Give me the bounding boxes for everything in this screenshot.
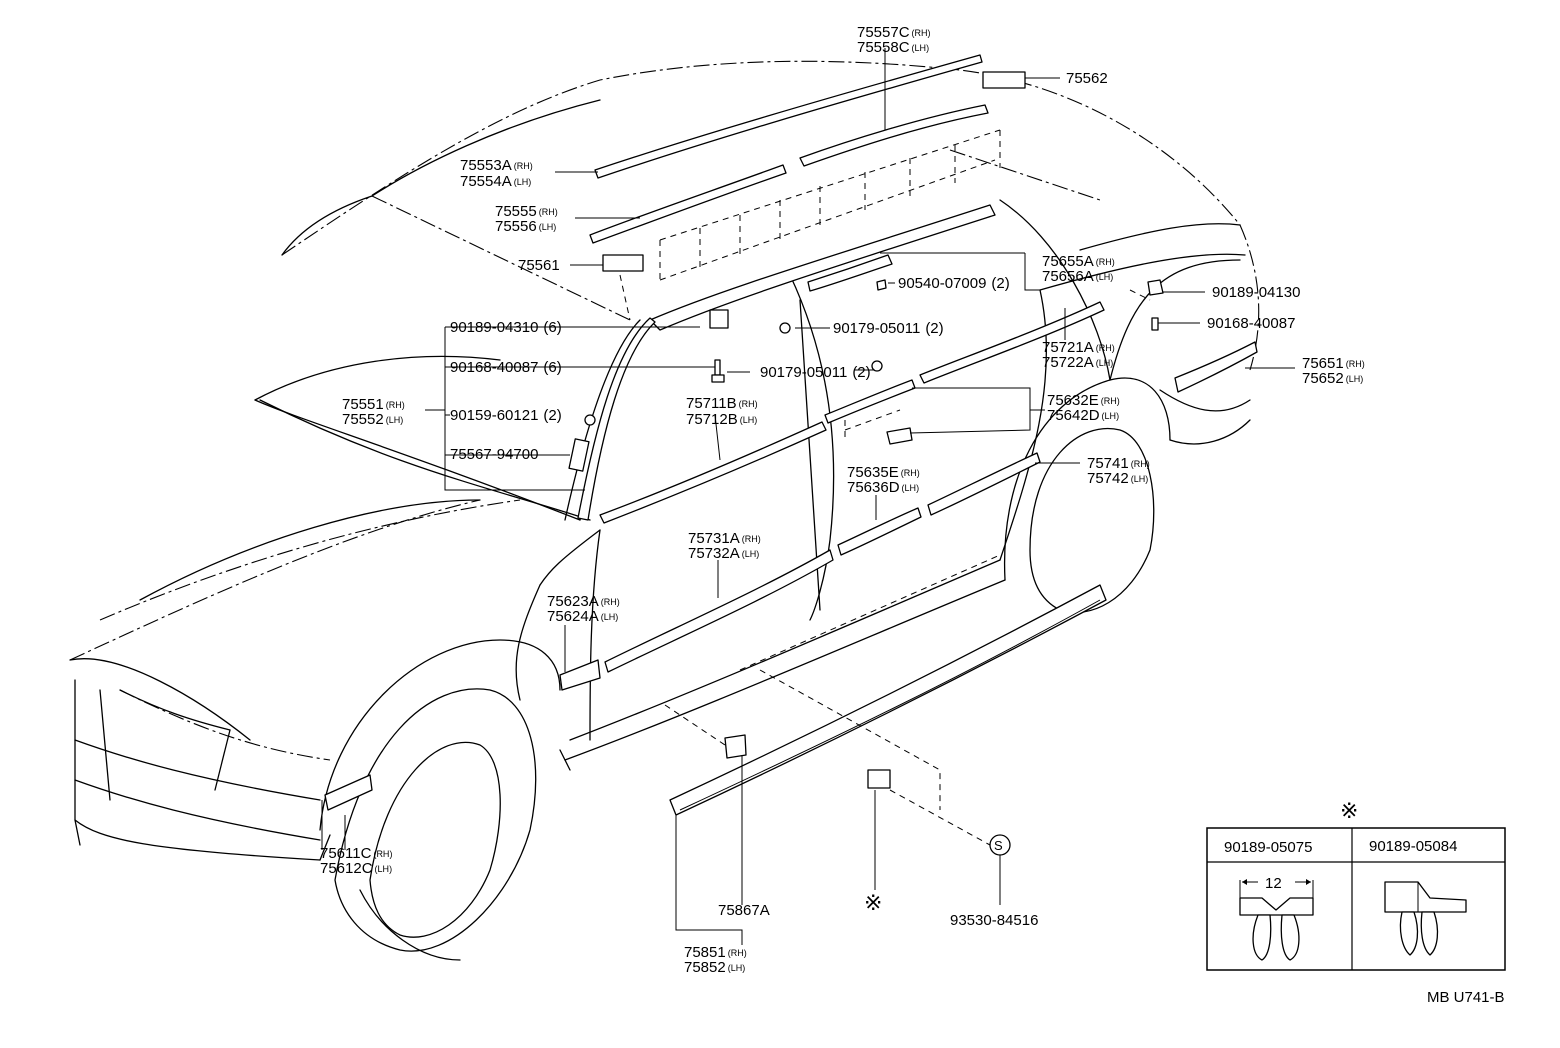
callout-75557C: 75557C(RH) bbox=[857, 24, 931, 41]
callout-75851: 75851(RH) bbox=[684, 944, 747, 961]
clip-icon bbox=[876, 279, 887, 291]
callout-90540-07009: 90540-07009(2) bbox=[898, 275, 1010, 292]
callout-75722A: 75722A(LH) bbox=[1042, 354, 1113, 371]
callout-75712B: 75712B(LH) bbox=[686, 411, 757, 428]
bracket-icon bbox=[886, 427, 913, 445]
callout-75551: 75551(RH) bbox=[342, 396, 405, 413]
callout-75567-94700: 75567-94700 bbox=[450, 446, 538, 463]
callout-90159-60121: 90159-60121(2) bbox=[450, 407, 562, 424]
pad-icon bbox=[568, 438, 590, 472]
nut-icon bbox=[779, 322, 791, 334]
screw-icon bbox=[1151, 317, 1159, 331]
callout-75623A: 75623A(RH) bbox=[547, 593, 620, 610]
callout-75642D: 75642D(LH) bbox=[1047, 407, 1119, 424]
screw-icon bbox=[584, 414, 596, 426]
callout-75553A: 75553A(RH) bbox=[460, 157, 533, 174]
callout-75611C: 75611C(RH) bbox=[320, 845, 392, 862]
reference-mark-icon: ※ bbox=[864, 890, 882, 915]
fastener-icon bbox=[709, 309, 729, 329]
car-body-outline bbox=[69, 60, 1260, 961]
callout-75554A: 75554A(LH) bbox=[460, 173, 531, 190]
callout-75742: 75742(LH) bbox=[1087, 470, 1148, 487]
callout-75635E: 75635E(RH) bbox=[847, 464, 920, 481]
drawing-code: MB U741-B bbox=[1427, 989, 1505, 1006]
callout-75555: 75555(RH) bbox=[495, 203, 558, 220]
clip-inset-table: ※ 90189-05075 90189-05084 12 bbox=[1206, 798, 1506, 971]
callout-90189-04130: 90189-04130 bbox=[1212, 284, 1300, 301]
callout-90179-05011-upper: 90179-05011(2) bbox=[833, 320, 944, 337]
callout-75624A: 75624A(LH) bbox=[547, 608, 618, 625]
callout-90168-40087-right: 90168-40087 bbox=[1207, 315, 1295, 332]
callout-labels: 75557C(RH) 75558C(LH) 75562 75553A(RH) 7… bbox=[320, 24, 1365, 976]
inset-part-90189-05075: 90189-05075 bbox=[1224, 839, 1312, 856]
callout-75655A: 75655A(RH) bbox=[1042, 253, 1115, 270]
clip-icon bbox=[867, 769, 891, 789]
inset-dimension-label: 12 bbox=[1265, 875, 1282, 892]
callout-75711B: 75711B(RH) bbox=[686, 395, 758, 412]
screw-icon bbox=[714, 359, 721, 376]
inset-reference-mark-icon: ※ bbox=[1340, 798, 1358, 823]
nut-icon bbox=[871, 360, 883, 372]
callout-75636D: 75636D(LH) bbox=[847, 479, 919, 496]
callout-75732A: 75732A(LH) bbox=[688, 545, 759, 562]
callout-75558C: 75558C(LH) bbox=[857, 39, 929, 56]
callout-75852: 75852(LH) bbox=[684, 959, 745, 976]
assembly-lines bbox=[619, 129, 1151, 846]
part-shapes bbox=[324, 54, 1258, 856]
clip-90189-05084-icon bbox=[1384, 881, 1467, 956]
s-mark-label: S bbox=[994, 838, 1003, 853]
leader-lines bbox=[321, 48, 1295, 945]
callout-75632E: 75632E(RH) bbox=[1047, 392, 1120, 409]
clip-icon bbox=[602, 254, 644, 272]
callout-90179-05011-lower: 90179-05011(2) bbox=[760, 364, 871, 381]
callout-75741: 75741(RH) bbox=[1087, 455, 1150, 472]
callout-75561: 75561 bbox=[518, 257, 560, 274]
clip-icon bbox=[982, 71, 1026, 89]
callout-90168-40087-left: 90168-40087(6) bbox=[450, 359, 562, 376]
callout-75552: 75552(LH) bbox=[342, 411, 403, 428]
callout-75867A: 75867A bbox=[718, 902, 770, 919]
callout-75556: 75556(LH) bbox=[495, 218, 556, 235]
callout-75652: 75652(LH) bbox=[1302, 370, 1363, 387]
callout-75721A: 75721A(RH) bbox=[1042, 339, 1115, 356]
clip-90189-05075-icon bbox=[1239, 879, 1314, 961]
callout-75651: 75651(RH) bbox=[1302, 355, 1365, 372]
clip-icon bbox=[1147, 279, 1164, 296]
callout-90189-04310: 90189-04310(6) bbox=[450, 319, 562, 336]
inset-part-90189-05084: 90189-05084 bbox=[1369, 838, 1457, 855]
callout-75656A: 75656A(LH) bbox=[1042, 268, 1113, 285]
callout-93530-84516: 93530-84516 bbox=[950, 912, 1038, 929]
callout-75612C: 75612C(LH) bbox=[320, 860, 392, 877]
clip-icon bbox=[724, 734, 747, 759]
callout-75731A: 75731A(RH) bbox=[688, 530, 761, 547]
callout-75562: 75562 bbox=[1066, 70, 1108, 87]
